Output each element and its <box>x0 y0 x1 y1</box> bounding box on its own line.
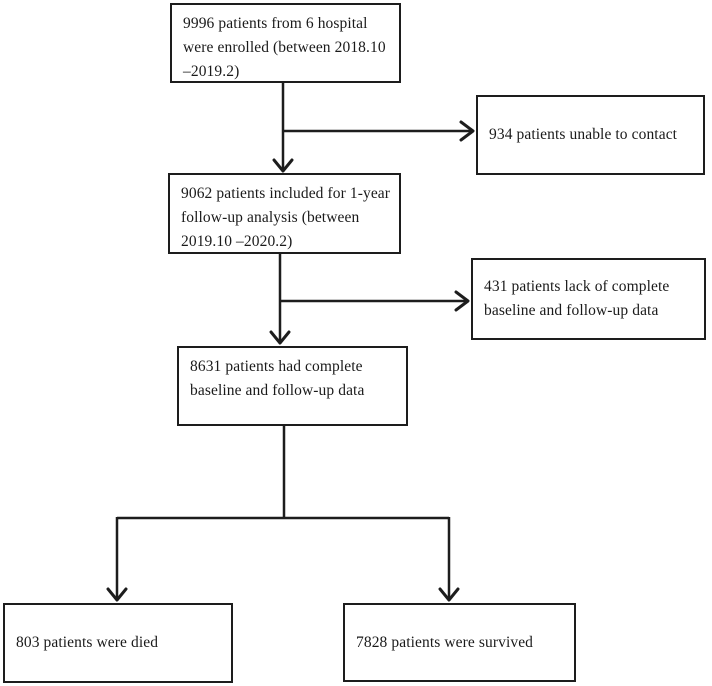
box-followup-line: follow-up analysis (between <box>181 209 360 226</box>
box-complete-data: 8631 patients had complete baseline and … <box>177 346 408 426</box>
arrow-down-enrolled-to-followup <box>272 83 294 173</box>
arrow-down-survived <box>438 517 460 602</box>
box-enrolled: 9996 patients from 6 hospital were enrol… <box>170 3 401 83</box>
arrow-down-followup-to-complete <box>269 254 291 345</box>
box-died-line: 803 patients were died <box>16 634 159 651</box>
box-died: 803 patients were died <box>3 603 233 683</box>
box-enrolled-line: 9996 patients from 6 hospital <box>183 15 368 32</box>
box-followup: 9062 patients included for 1-year follow… <box>168 173 401 254</box>
box-lack-line: baseline and follow-up data <box>484 302 659 319</box>
arrow-right-unable-to-contact <box>283 120 475 142</box>
box-unable-to-contact: 934 patients unable to contact <box>476 95 705 175</box>
box-survived-line: 7828 patients were survived <box>356 633 534 651</box>
box-complete-line: baseline and follow-up data <box>190 382 365 399</box>
box-followup-line: 9062 patients included for 1-year <box>181 185 391 202</box>
box-lack-data: 431 patients lack of complete baseline a… <box>471 258 706 340</box>
box-complete-line: 8631 patients had complete <box>190 358 363 375</box>
arrow-down-died <box>106 517 128 602</box>
box-lack-line: 431 patients lack of complete <box>484 278 670 295</box>
box-survived: 7828 patients were survived <box>343 603 576 682</box>
box-unable-line: 934 patients unable to contact <box>489 126 678 143</box>
box-followup-line: 2019.10 –2020.2) <box>181 233 293 250</box>
box-enrolled-line: –2019.2) <box>183 63 240 80</box>
arrow-right-lack-data <box>280 290 470 312</box>
box-enrolled-line: were enrolled (between 2018.10 <box>183 39 386 56</box>
split-connector <box>117 426 449 520</box>
